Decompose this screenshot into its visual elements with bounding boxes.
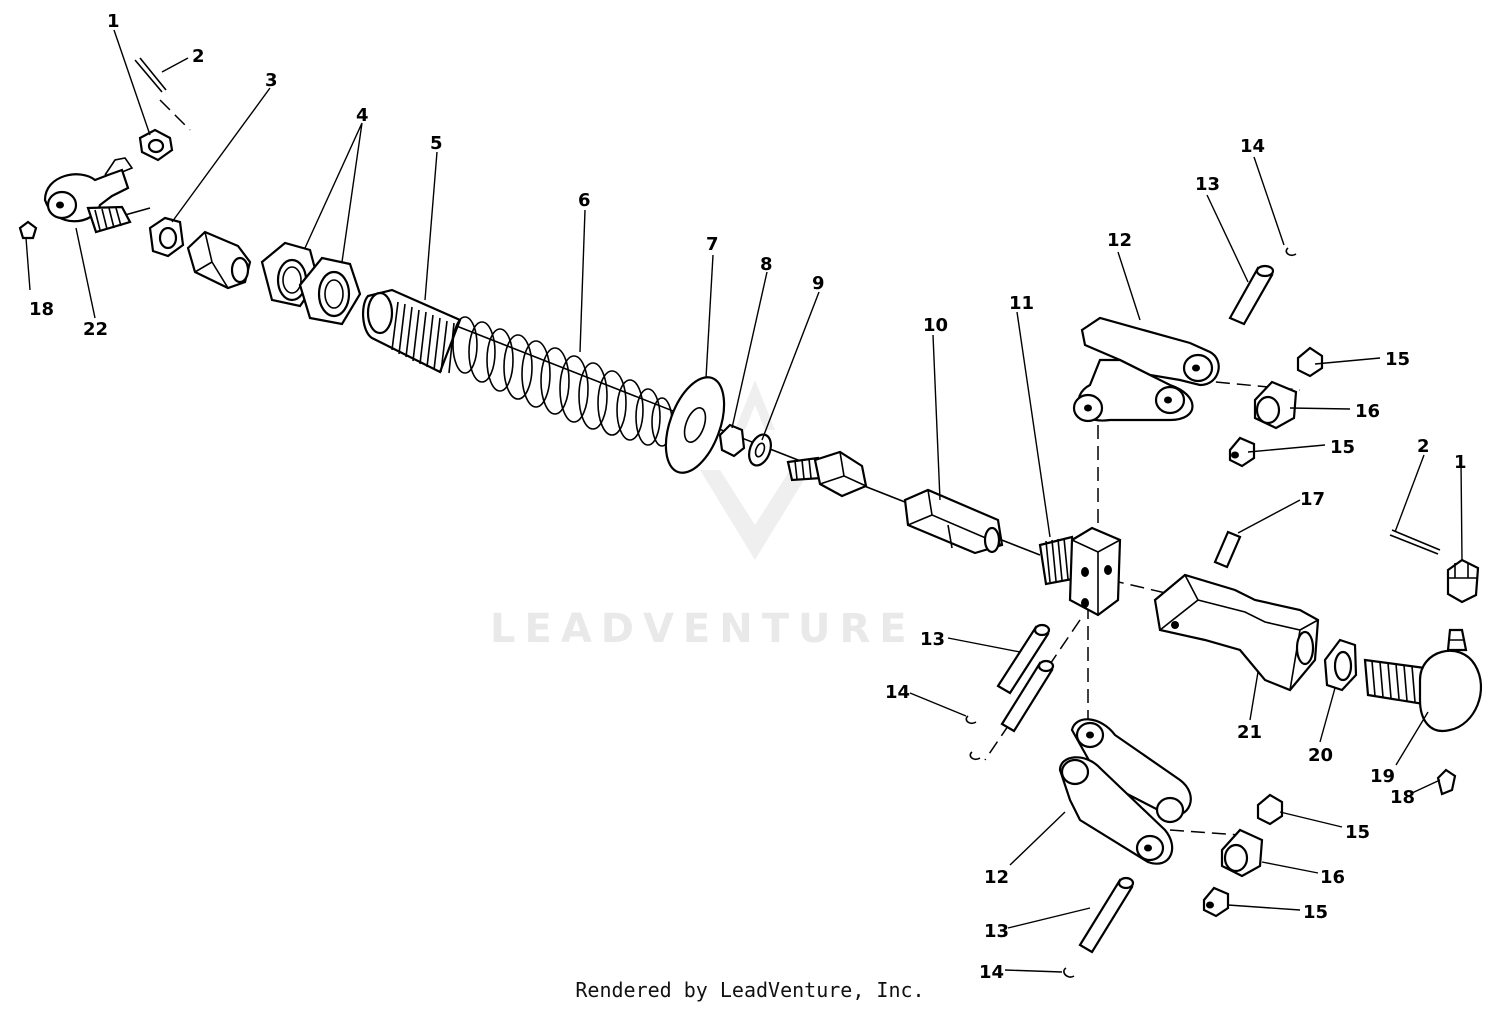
part-2-cotter-pin-left: [134, 57, 167, 93]
callout-15: 15: [1385, 349, 1410, 370]
part-15-bushing-lower-b: [1202, 886, 1230, 918]
part-1-castle-nut-right: [1446, 558, 1480, 604]
part-21-tie-rod-end: [1153, 573, 1320, 692]
part-9-washer: [748, 433, 772, 467]
callout-16: 16: [1320, 867, 1345, 888]
stud: [786, 450, 868, 498]
watermark-text: LEADVENTURE: [490, 606, 916, 652]
callout-18: 18: [1390, 787, 1415, 808]
callout-2: 2: [1417, 436, 1430, 457]
part-12-bellcrank-lower: [1058, 718, 1192, 865]
part-12-bellcrank-upper: [1072, 316, 1220, 423]
credit-line: Rendered by LeadVenture, Inc.: [575, 978, 925, 1002]
part-7-washer: [664, 376, 726, 474]
callout-1: 1: [107, 11, 120, 32]
part-18-grease-fitting-left: [18, 220, 38, 240]
callout-20: 20: [1308, 745, 1333, 766]
callout-8: 8: [760, 254, 773, 275]
part-8-nut: [718, 423, 746, 458]
callout-22: 22: [83, 319, 108, 340]
callout-13: 13: [1195, 174, 1220, 195]
part-19-ball-joint-right: [1363, 628, 1483, 733]
callout-9: 9: [812, 273, 825, 294]
callout-12: 12: [984, 867, 1009, 888]
part-3-jam-nut: [148, 216, 185, 258]
callout-7: 7: [706, 234, 719, 255]
part-15-bushing-lower-a: [1256, 793, 1284, 826]
callout-15: 15: [1345, 822, 1370, 843]
part-17-pin: [1213, 530, 1242, 569]
watermark: LEADVENTURE: [490, 380, 916, 652]
part-14-clip-lower: [1063, 967, 1075, 978]
part-15-bushing-upper-b: [1228, 436, 1256, 468]
callout-15: 15: [1330, 437, 1355, 458]
part-18-grease-fitting-right: [1436, 768, 1457, 796]
part-5-threaded-sleeve: [362, 288, 462, 374]
callout-2: 2: [192, 46, 205, 67]
part-22-ball-joint-left: [43, 157, 134, 234]
callout-12: 12: [1107, 230, 1132, 251]
callout-14: 14: [979, 962, 1004, 983]
callout-1: 1: [1454, 452, 1467, 473]
part-13-pin-upper: [1228, 264, 1275, 326]
part-2-cotter-pin-right: [1389, 529, 1441, 555]
part-10-connector: [903, 488, 1004, 555]
callout-11: 11: [1009, 293, 1034, 314]
part-13-pin-lower: [1078, 876, 1135, 954]
callout-5: 5: [430, 133, 443, 154]
callout-16: 16: [1355, 401, 1380, 422]
callout-17: 17: [1300, 489, 1325, 510]
part-16-bushing-lower: [1220, 828, 1264, 878]
callout-3: 3: [265, 70, 278, 91]
part-15-bushing-upper-a: [1296, 346, 1324, 378]
part-16-bushing-upper: [1253, 380, 1298, 430]
coupling-nut: [186, 230, 252, 290]
part-11-block: [1038, 526, 1122, 617]
part-20-jam-nut-right: [1323, 638, 1358, 692]
callout-14: 14: [885, 682, 910, 703]
callout-labels: 1 2 3 4 5 6 7 8 9 10 11 12 13 14 15 16 1…: [29, 11, 1467, 983]
callout-19: 19: [1370, 766, 1395, 787]
callout-18: 18: [29, 299, 54, 320]
part-6-spring: [452, 316, 673, 447]
leader-lines: [25, 29, 1463, 973]
callout-15: 15: [1303, 902, 1328, 923]
callout-6: 6: [578, 190, 591, 211]
part-1-castle-nut-left: [138, 128, 174, 162]
part-14-clips-center: [965, 715, 981, 761]
part-13-pins-center: [996, 623, 1055, 733]
callout-21: 21: [1237, 722, 1262, 743]
part-4-nuts: [260, 241, 362, 326]
callout-10: 10: [923, 315, 948, 336]
part-14-clip-upper: [1285, 247, 1297, 257]
callout-4: 4: [356, 105, 369, 126]
callout-13: 13: [984, 921, 1009, 942]
callout-13: 13: [920, 629, 945, 650]
callout-14: 14: [1240, 136, 1265, 157]
